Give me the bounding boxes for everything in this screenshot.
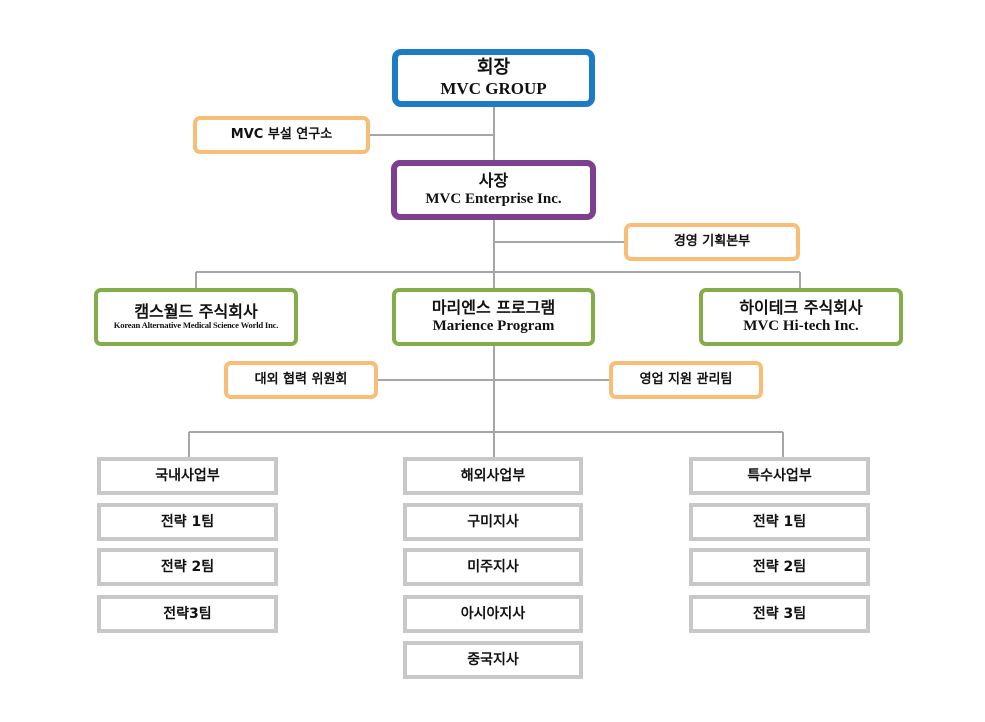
overseas-branch-3-label: 아시아지사 (460, 605, 526, 622)
subsidiary-right-title: 하이테크 주식회사 (739, 298, 863, 318)
overseas-branch-3-box: 아시아지사 (403, 595, 583, 633)
overseas-division-box: 해외사업부 (403, 457, 583, 495)
research-lab-box: MVC 부설 연구소 (193, 116, 370, 154)
planning-label: 경영 기획본부 (673, 233, 751, 249)
overseas-branch-2-label: 미주지사 (467, 558, 519, 575)
research-lab-label: MVC 부설 연구소 (230, 126, 333, 142)
subsidiary-left-subtitle: Korean Alternative Medical Science World… (113, 320, 279, 331)
external-committee-label: 대외 협력 위원회 (254, 371, 348, 387)
overseas-branch-1-box: 구미지사 (403, 503, 583, 541)
overseas-branch-1-label: 구미지사 (467, 513, 519, 530)
special-division-label: 특수사업부 (747, 467, 812, 484)
special-team-3-label: 전략 3팀 (752, 605, 807, 622)
president-subtitle: MVC Enterprise Inc. (425, 190, 562, 207)
subsidiary-center-subtitle: Marience Program (432, 317, 555, 334)
domestic-team-1-box: 전략 1팀 (97, 503, 278, 541)
special-division-box: 특수사업부 (689, 457, 870, 495)
president-box: 사장 MVC Enterprise Inc. (391, 160, 596, 220)
subsidiary-left-box: 캠스월드 주식회사 Korean Alternative Medical Sci… (94, 288, 298, 346)
special-team-1-label: 전략 1팀 (752, 513, 807, 530)
domestic-team-1-label: 전략 1팀 (160, 513, 215, 530)
subsidiary-center-box: 마리엔스 프로그램 Marience Program (392, 288, 595, 346)
subsidiary-center-title: 마리엔스 프로그램 (431, 298, 556, 318)
domestic-division-label: 국내사업부 (155, 467, 220, 484)
sales-support-box: 영업 지원 관리팀 (609, 361, 763, 399)
subsidiary-right-box: 하이테크 주식회사 MVC Hi-tech Inc. (699, 288, 903, 346)
special-team-2-box: 전략 2팀 (689, 548, 870, 586)
domestic-team-3-box: 전략3팀 (97, 595, 278, 633)
special-team-1-box: 전략 1팀 (689, 503, 870, 541)
sales-support-label: 영업 지원 관리팀 (639, 371, 733, 387)
subsidiary-right-subtitle: MVC Hi-tech Inc. (743, 317, 859, 334)
planning-box: 경영 기획본부 (624, 223, 800, 261)
chairman-title: 회장 (476, 56, 511, 78)
special-team-3-box: 전략 3팀 (689, 595, 870, 633)
domestic-team-2-box: 전략 2팀 (97, 548, 278, 586)
domestic-division-box: 국내사업부 (97, 457, 278, 495)
domestic-team-3-label: 전략3팀 (163, 605, 212, 622)
overseas-branch-2-box: 미주지사 (403, 548, 583, 586)
chairman-subtitle: MVC GROUP (440, 78, 547, 98)
president-title: 사장 (478, 171, 509, 191)
chairman-box: 회장 MVC GROUP (392, 49, 595, 107)
overseas-division-label: 해외사업부 (460, 467, 526, 484)
external-committee-box: 대외 협력 위원회 (224, 361, 378, 399)
subsidiary-left-title: 캠스월드 주식회사 (134, 301, 258, 321)
overseas-branch-4-label: 중국지사 (467, 651, 519, 668)
domestic-team-2-label: 전략 2팀 (160, 558, 215, 575)
overseas-branch-4-box: 중국지사 (403, 641, 583, 679)
special-team-2-label: 전략 2팀 (752, 558, 807, 575)
